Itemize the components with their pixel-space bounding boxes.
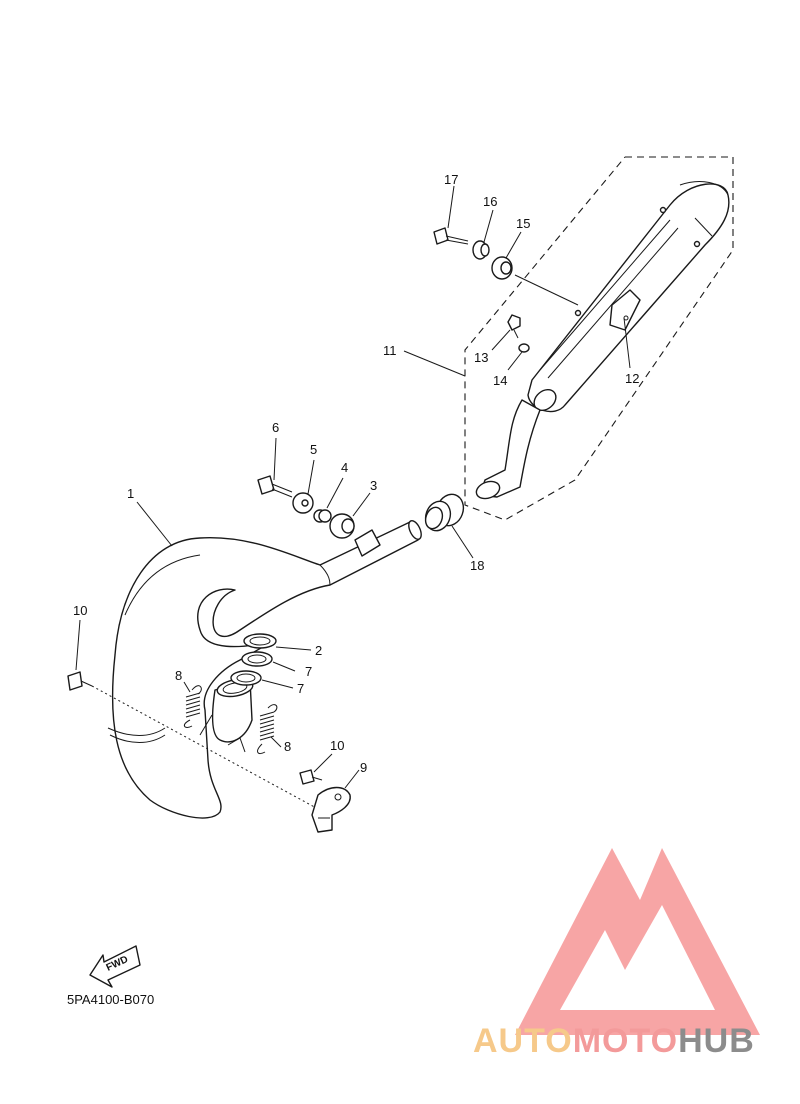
bolt-10b xyxy=(299,769,323,785)
callout-9: 9 xyxy=(360,760,367,775)
gasket-7a xyxy=(241,651,273,667)
callout-6: 6 xyxy=(272,420,279,435)
part-code: 5PA4100-B070 xyxy=(67,992,154,1007)
leader-lines xyxy=(75,185,631,789)
spring-8b xyxy=(257,704,278,755)
fwd-arrow-icon: FWD xyxy=(89,945,141,988)
callout-10b: 10 xyxy=(330,738,344,753)
callout-10a: 10 xyxy=(73,603,87,618)
bolt-6 xyxy=(257,475,293,498)
callout-16: 16 xyxy=(483,194,497,209)
bracket-9 xyxy=(311,786,351,833)
callout-4: 4 xyxy=(341,460,348,475)
callout-5: 5 xyxy=(310,442,317,457)
watermark-logo xyxy=(515,848,760,1035)
callout-1: 1 xyxy=(127,486,134,501)
bolt-13 xyxy=(507,314,521,339)
callout-labels: 1 2 3 4 5 6 7 7 8 8 9 10 10 11 12 13 14 … xyxy=(73,172,639,775)
header-pipe xyxy=(107,519,422,819)
callout-2: 2 xyxy=(315,643,322,658)
callout-13: 13 xyxy=(474,350,488,365)
grommet-3 xyxy=(329,513,355,539)
callout-18: 18 xyxy=(470,558,484,573)
watermark-hub: HUB xyxy=(678,1022,755,1060)
callout-11: 11 xyxy=(383,343,397,358)
callout-8a: 8 xyxy=(175,668,182,683)
watermark-moto: MOTO xyxy=(573,1022,678,1060)
callout-3: 3 xyxy=(370,478,377,493)
bolt-10a-axis xyxy=(91,685,321,811)
callout-17: 17 xyxy=(444,172,458,187)
joint-18 xyxy=(424,493,465,532)
bolt-17 xyxy=(433,227,469,245)
callout-12: 12 xyxy=(625,371,639,386)
grommet-15 xyxy=(491,256,513,280)
callout-15: 15 xyxy=(516,216,530,231)
callout-7a: 7 xyxy=(305,664,312,679)
callout-7b: 7 xyxy=(297,681,304,696)
collar-4 xyxy=(313,509,332,523)
bolt-10a xyxy=(67,671,93,691)
watermark-auto: AUTO xyxy=(473,1022,573,1060)
callout-8b: 8 xyxy=(284,739,291,754)
gasket-2 xyxy=(243,633,277,649)
callout-14: 14 xyxy=(493,373,507,388)
spring-8a xyxy=(183,685,202,728)
watermark-wordmark: AUTOMOTOHUB xyxy=(473,1022,755,1060)
gasket-7b xyxy=(230,670,262,686)
muffler xyxy=(475,181,730,500)
mount-dashline xyxy=(514,274,579,306)
collar-16 xyxy=(472,240,490,260)
washer-14 xyxy=(518,343,530,353)
washer-5 xyxy=(292,492,314,514)
